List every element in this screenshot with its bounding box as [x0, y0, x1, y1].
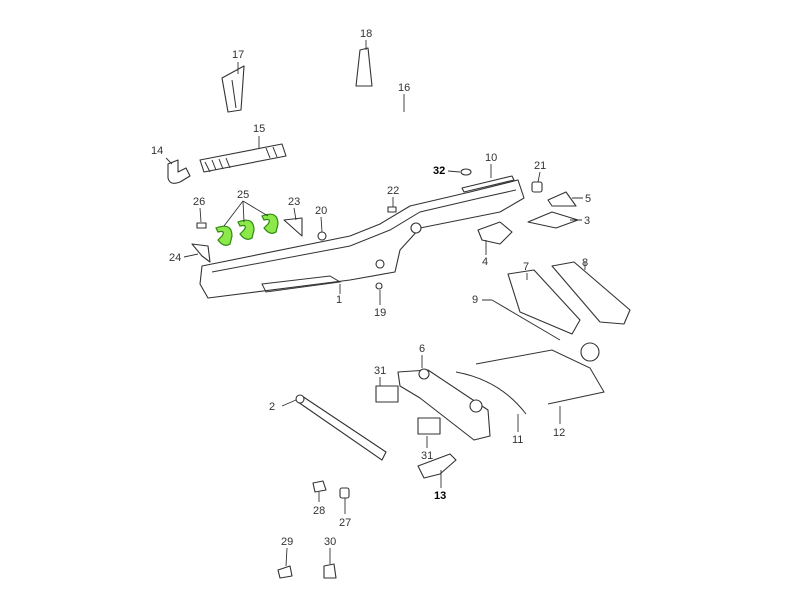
- callout-17: 17: [232, 49, 244, 61]
- callout-14: 14: [151, 145, 163, 157]
- part-10-strip[interactable]: [461, 175, 515, 193]
- part-19[interactable]: [375, 282, 383, 290]
- part-31-block-b[interactable]: [417, 417, 441, 435]
- callout-25: 25: [237, 189, 249, 201]
- callout-15: 15: [253, 123, 265, 135]
- callout-31-a: 31: [374, 365, 386, 377]
- callout-28: 28: [313, 505, 325, 517]
- part-2-tube[interactable]: [295, 394, 387, 461]
- callout-11: 11: [512, 434, 523, 446]
- callout-2: 2: [269, 401, 275, 413]
- part-4[interactable]: [477, 221, 513, 245]
- part-28[interactable]: [312, 480, 327, 493]
- part-25-clamps[interactable]: [215, 213, 279, 246]
- callout-6: 6: [419, 343, 425, 355]
- callout-21: 21: [534, 160, 546, 172]
- part-6-crossmember[interactable]: [397, 368, 491, 441]
- callout-8: 8: [582, 257, 588, 269]
- part-16-pipe[interactable]: [295, 81, 480, 146]
- part-32[interactable]: [460, 168, 472, 176]
- callout-30: 30: [324, 536, 336, 548]
- callout-19: 19: [374, 307, 386, 319]
- callout-4: 4: [482, 256, 488, 268]
- callout-3: 3: [584, 215, 590, 227]
- part-27[interactable]: [339, 487, 350, 499]
- part-12[interactable]: [475, 349, 605, 405]
- callout-22: 22: [387, 185, 399, 197]
- callout-10: 10: [485, 152, 497, 164]
- callout-7: 7: [523, 261, 529, 273]
- callout-5: 5: [585, 193, 591, 205]
- callout-18: 18: [360, 28, 372, 40]
- leader-lines: [165, 40, 586, 567]
- callout-13: 13: [434, 490, 446, 502]
- part-20[interactable]: [317, 231, 327, 241]
- callout-29: 29: [281, 536, 293, 548]
- part-29[interactable]: [277, 565, 293, 579]
- part-7[interactable]: [507, 269, 581, 335]
- part-14-hose[interactable]: [167, 159, 191, 184]
- callout-1: 1: [336, 294, 342, 306]
- part-15-tube[interactable]: [199, 143, 287, 173]
- part-22[interactable]: [387, 206, 397, 213]
- part-5[interactable]: [547, 191, 577, 207]
- part-1-frame[interactable]: [199, 179, 525, 299]
- part-17[interactable]: [221, 65, 245, 113]
- callout-27: 27: [339, 517, 351, 529]
- callout-9: 9: [472, 294, 478, 306]
- part-12-detail-circle: [580, 342, 600, 362]
- part-11[interactable]: [455, 371, 527, 415]
- callout-20: 20: [315, 205, 327, 217]
- part-18[interactable]: [355, 47, 373, 87]
- callout-23: 23: [288, 196, 300, 208]
- part-9[interactable]: [491, 299, 561, 341]
- part-24[interactable]: [191, 243, 211, 263]
- part-21[interactable]: [531, 181, 543, 193]
- part-31-block-a[interactable]: [375, 385, 399, 403]
- callout-32: 32: [433, 165, 445, 177]
- callout-24: 24: [169, 252, 181, 264]
- part-13[interactable]: [417, 453, 457, 479]
- callout-26: 26: [193, 196, 205, 208]
- callout-16: 16: [398, 82, 410, 94]
- callout-12: 12: [553, 427, 565, 439]
- part-26[interactable]: [196, 222, 207, 229]
- part-23[interactable]: [283, 217, 303, 237]
- part-30[interactable]: [323, 563, 337, 579]
- callout-labels: 1 2 3 4 5 6 7 8 9 10 11 12 13 14 15 16 1…: [151, 28, 591, 548]
- callout-31-b: 31: [421, 450, 433, 462]
- part-8[interactable]: [551, 261, 631, 325]
